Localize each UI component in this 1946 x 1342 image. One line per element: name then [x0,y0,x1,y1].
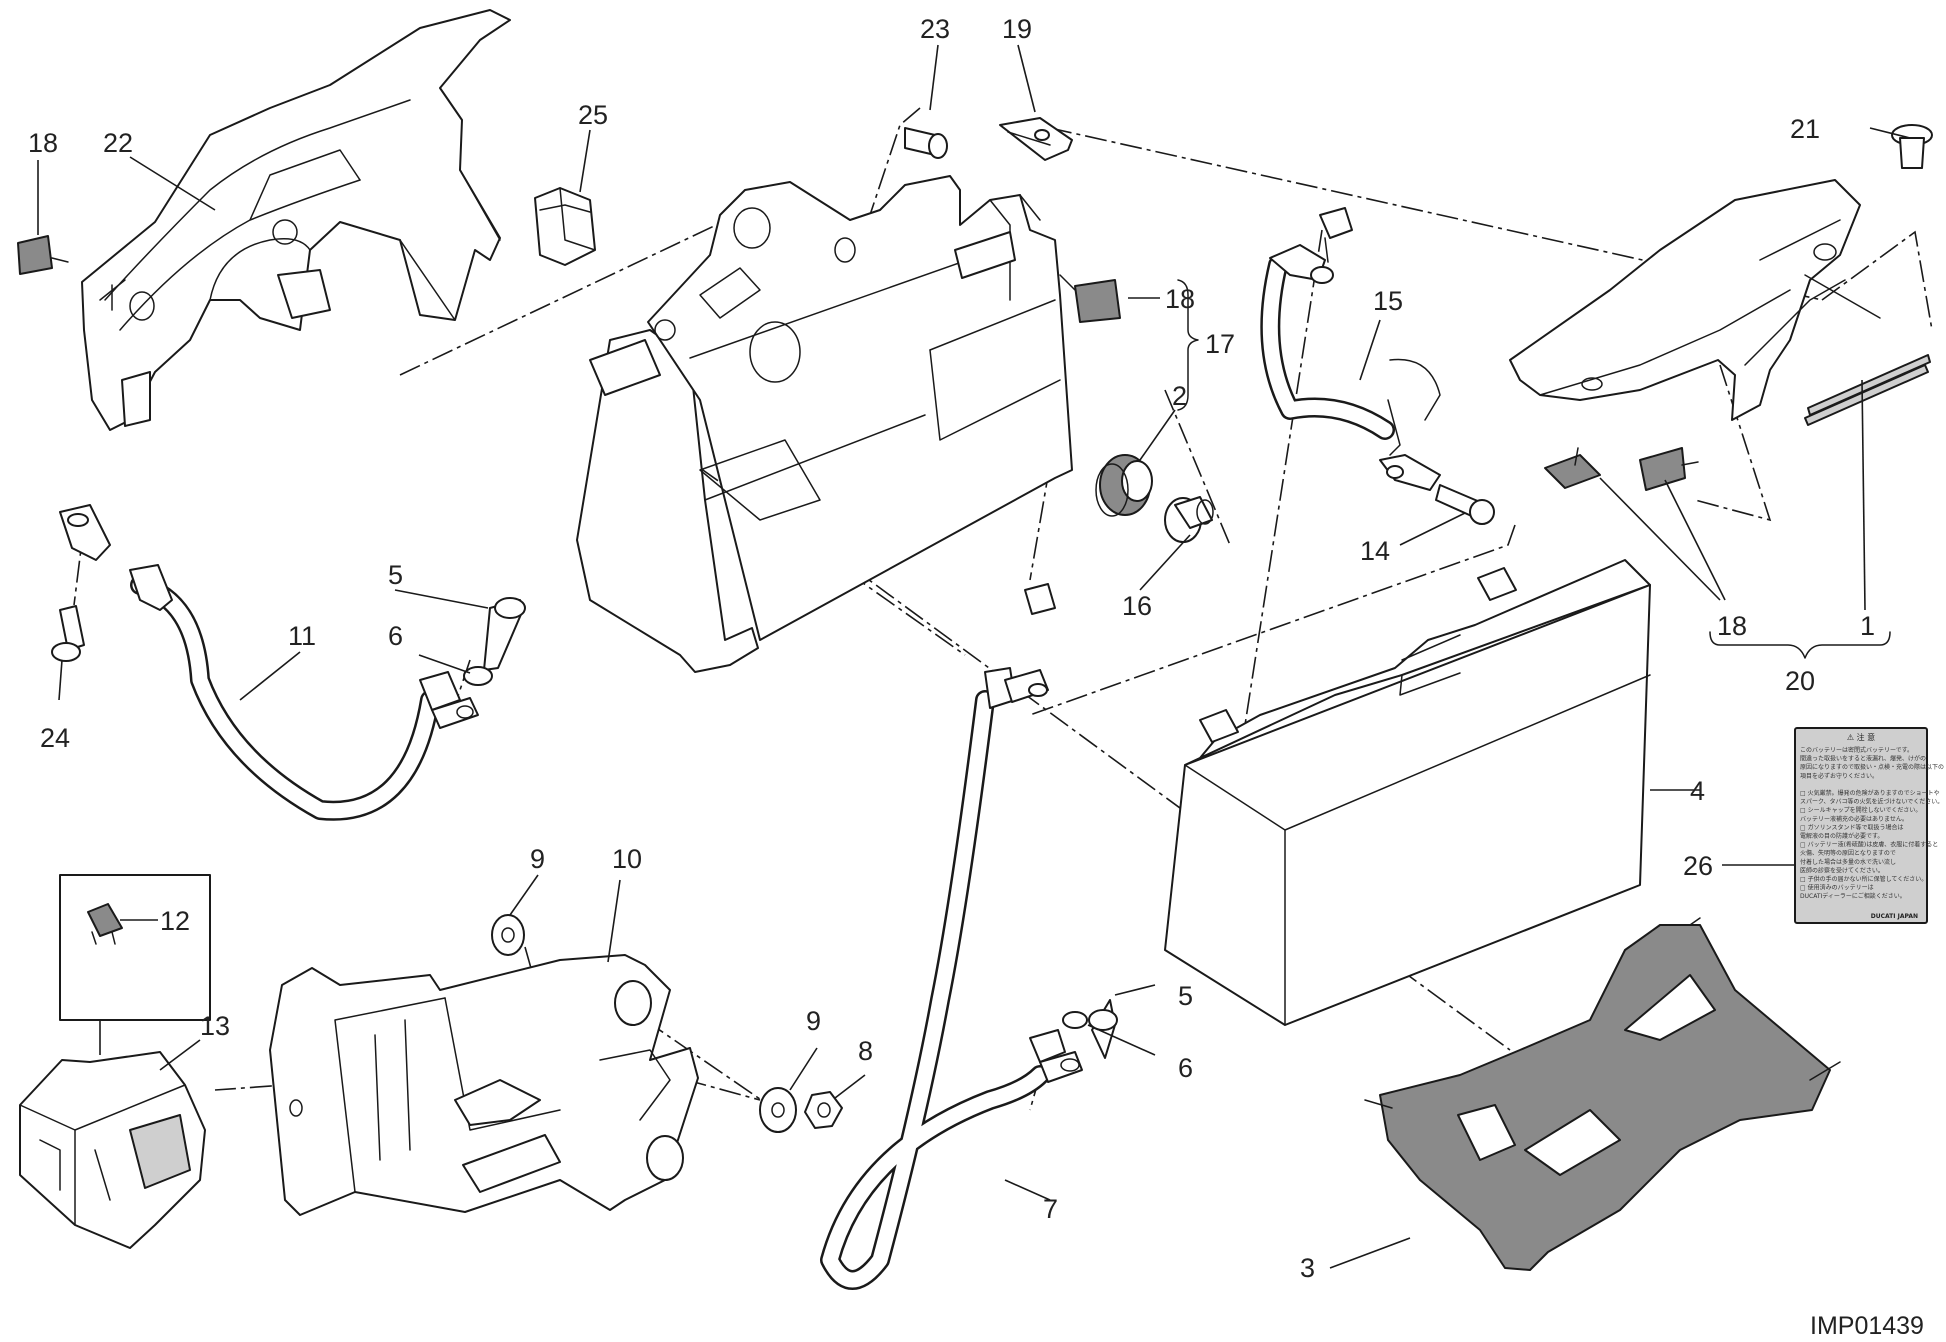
callout-20: 20 [1785,666,1815,696]
callout-15: 15 [1373,286,1403,316]
part-22-front-frame [81,9,511,431]
sticker-line: 付着した場合は多量の水で洗い流し [1800,858,1896,866]
callout-25: 25 [578,100,608,130]
sticker-line: 項目を必ずお守りください。 [1800,772,1878,780]
part-16-spacer [1164,496,1214,543]
sticker-line: 医師の診察を受けてください。 [1800,866,1884,874]
sticker-line: □ 使用済みのバッテリーは [1800,884,1874,892]
callout-7: 7 [1043,1194,1058,1224]
callout-8: 8 [858,1036,873,1066]
callout-12: 12 [160,906,190,936]
callout-17: 17 [1205,329,1235,359]
callout-18-mid: 18 [1165,284,1195,314]
part-25-clip [534,187,596,266]
part-26-warning-sticker: ⚠ 注 意 このバッテリーは密閉式バッテリーです。間違った取扱いをすると液漏れ、… [1794,727,1944,924]
callout-3: 3 [1300,1253,1315,1283]
sticker-line: このバッテリーは密閉式バッテリーです。 [1800,746,1913,754]
sticker-line: □ 火気厳禁。爆発の危険がありますのでショートや [1800,789,1940,797]
part-15-cable [1260,207,1441,491]
part-2-grommet [1095,454,1153,517]
callout-6-right: 6 [1178,1053,1193,1083]
sticker-line: DUCATIディーラーにご相談ください。 [1800,892,1906,900]
callout-22: 22 [103,128,133,158]
callout-5-left: 5 [388,560,403,590]
part-11-cable [59,504,479,821]
sticker-line: 原因になりますので取扱い・点検・充電の際は以下の [1800,763,1944,771]
callout-11: 11 [288,621,316,651]
callout-24: 24 [40,723,70,753]
sticker-line: 電解液の目の防護が必要です。 [1800,832,1883,840]
part-7-cable [820,583,1083,1290]
sticker-line: □ バッテリー液(希硫酸)は皮膚、衣服に付着すると [1800,841,1938,849]
sticker-line: バッテリー液補充の必要はありません。 [1800,815,1908,823]
callout-18-right: 18 [1717,611,1747,641]
sticker-brand: DUCATI JAPAN [1871,913,1918,920]
callout-5-right: 5 [1178,981,1193,1011]
sticker-line: 火傷、失明等の原因となりますので [1800,849,1896,857]
callout-1: 1 [1860,611,1875,641]
callout-21: 21 [1790,114,1820,144]
part-14-bolt [1435,484,1495,525]
part-13-control-unit [19,1051,206,1249]
leader-lines [37,44,1911,1269]
callout-6-left: 6 [388,621,403,651]
sticker-line: □ 子供の手の届かない所に保管してください。 [1800,875,1927,883]
right-bolt-5-washer-6 [1062,999,1118,1059]
callout-19: 19 [1002,14,1032,44]
bolt-24-and-left-fasteners [51,597,526,686]
callout-9-left: 9 [530,844,545,874]
part-18-rubber-pads [17,235,1699,491]
washers-9-nut-8 [491,914,843,1133]
part-20-strap [1509,179,1931,426]
sticker-line: □ シールキャップを開栓しないでください。 [1800,806,1921,814]
part-10-bracket [269,954,699,1216]
callout-16: 16 [1122,591,1152,621]
sticker-body-lines: このバッテリーは密閉式バッテリーです。間違った取扱いをすると液漏れ、爆発、けがの… [1800,746,1944,900]
callout-26: 26 [1683,851,1713,881]
part-4-battery [1164,559,1651,1026]
callout-18-left: 18 [28,128,58,158]
callout-labels: 18 22 25 23 19 21 18 17 15 2 16 14 18 1 … [28,14,1924,1340]
callout-23: 23 [920,14,950,44]
battery-tray [576,175,1073,673]
callout-2: 2 [1172,381,1187,411]
drawing-code: IMP01439 [1810,1312,1924,1340]
callout-14: 14 [1360,536,1390,566]
fasteners-top [904,117,1933,169]
sticker-line: □ ガソリンスタンド等で取扱う場合は [1800,823,1903,831]
callout-13: 13 [200,1011,230,1041]
part-3-support-tray [1364,917,1841,1271]
sticker-line: 間違った取扱いをすると液漏れ、爆発、けがの [1800,755,1926,763]
callout-4: 4 [1690,776,1705,806]
sticker-title: ⚠ 注 意 [1847,732,1875,742]
sticker-line: スパーク、タバコ等の火気を近づけないでください。 [1800,798,1943,806]
part-12-fuse-inset [59,874,211,1055]
callout-10: 10 [612,844,642,874]
callout-9-right: 9 [806,1006,821,1036]
